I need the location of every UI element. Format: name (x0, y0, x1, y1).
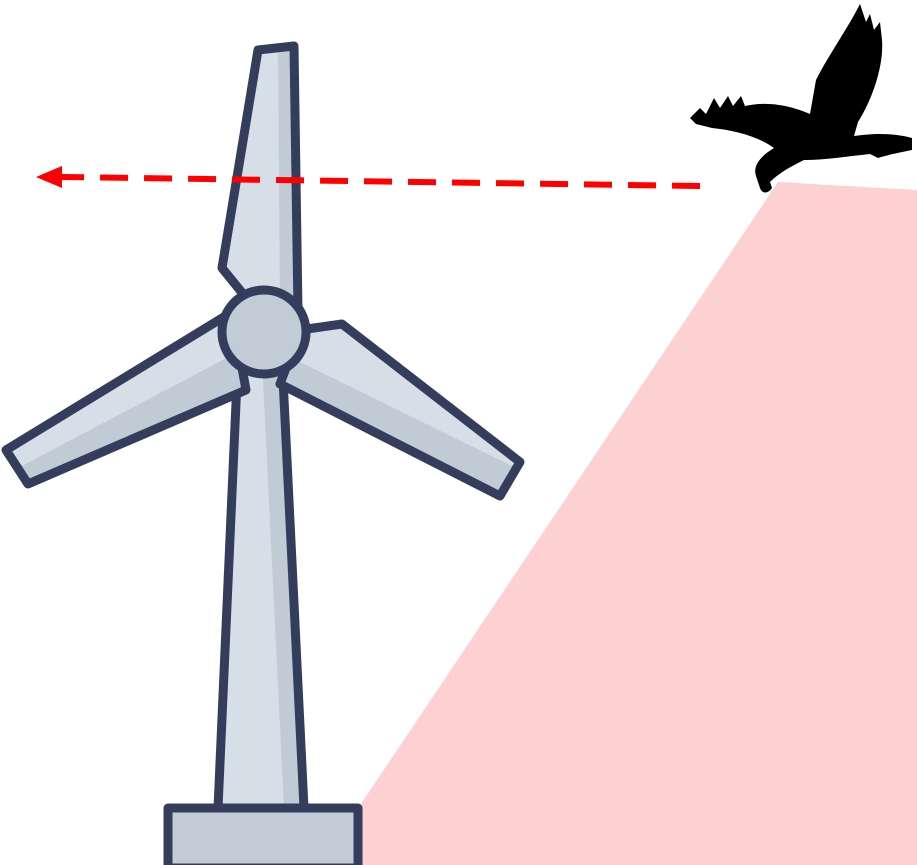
flight-path-arrowhead (36, 166, 62, 188)
turbine-hub (222, 290, 306, 374)
detection-zone (320, 182, 917, 865)
bird-silhouette-icon (690, 4, 912, 193)
flight-path-line (62, 177, 700, 186)
turbine-base (168, 808, 358, 865)
bird-body (690, 4, 912, 193)
